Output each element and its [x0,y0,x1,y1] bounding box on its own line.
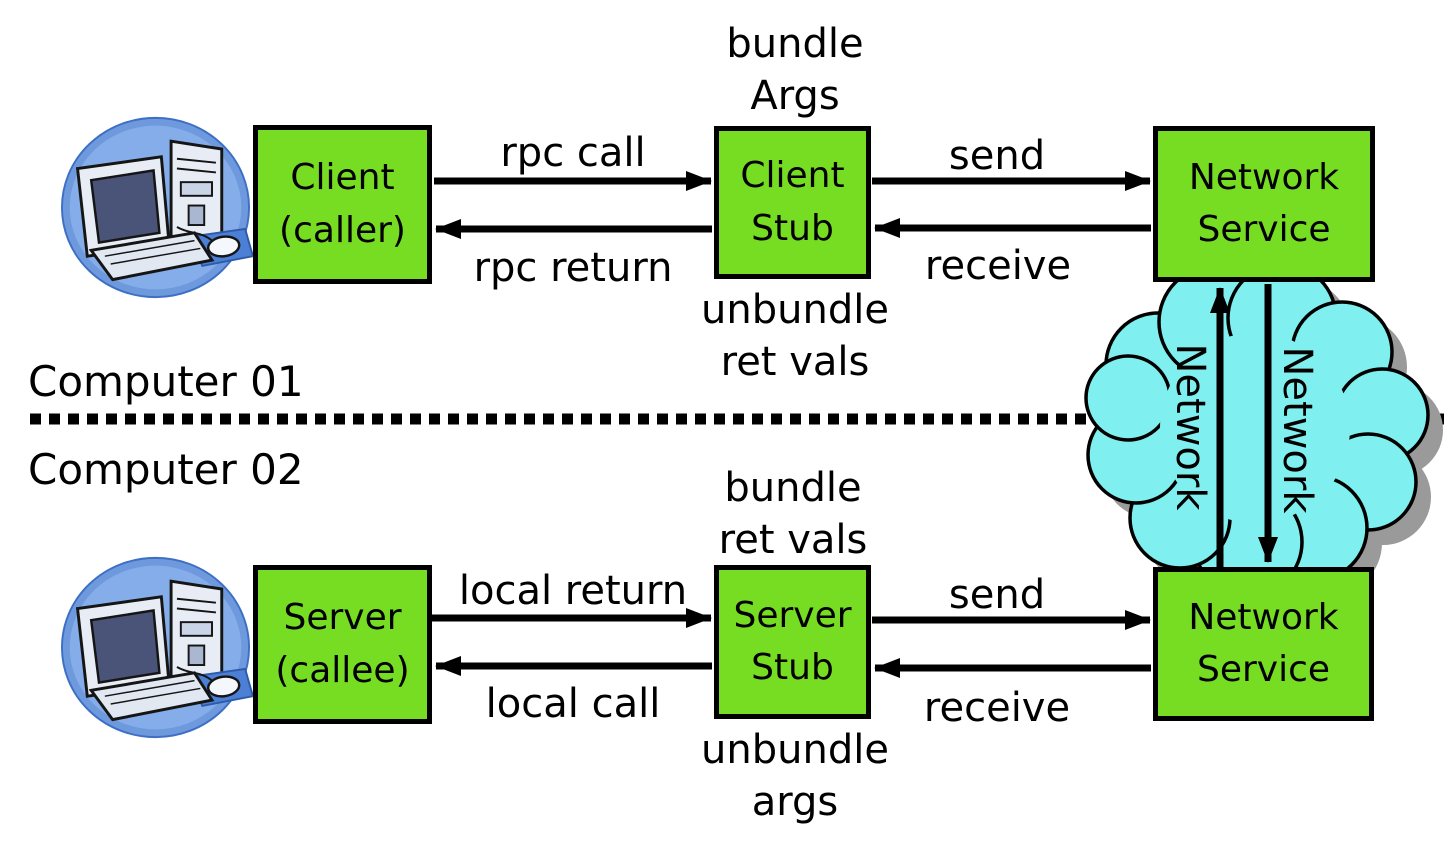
network-service-top-box: Network Service [1153,126,1375,282]
network-up-label: Network [1167,343,1213,511]
rpc-call-label: rpc call [500,130,646,176]
network-service-top-line1: Network [1188,156,1340,198]
mouse [176,666,241,698]
server-stub-below-note: unbundle args [701,727,889,825]
network-down-label: Network [1274,346,1320,514]
server-stub-line1: Server [733,594,852,636]
network-service-bottom-box: Network Service [1153,567,1374,721]
server-box: Server (callee) [253,565,432,724]
receive-top-label: receive [924,243,1072,289]
monitor [75,155,171,258]
computer-02-caption: Computer 02 [28,445,304,494]
rpc-return-label: rpc return [473,245,673,291]
server-box-line1: Server [283,597,402,639]
client-stub-line2: Stub [751,207,834,249]
mouse [176,226,241,258]
computer-icon [58,112,255,306]
network-service-top-line2: Service [1197,209,1331,250]
receive-bottom-label: receive [923,685,1071,731]
tower [169,579,224,704]
local-call-label: local call [485,681,661,727]
client-stub-below-note: unbundle ret vals [701,287,889,385]
client-stub-above-note: bundle Args [726,21,864,119]
monitor [75,595,171,698]
network-cloud [1084,262,1430,598]
server-stub-line2: Stub [751,647,834,688]
network-service-bottom-line1: Network [1188,596,1339,638]
send-top-label: send [948,133,1046,179]
computer-icon [58,552,255,746]
client-stub-line1: Client [740,155,845,197]
send-bottom-label: send [948,572,1046,618]
server-stub-box: Server Stub [714,565,871,719]
network-service-bottom-line2: Service [1196,649,1331,690]
keyboard [88,671,215,722]
client-stub-box: Client Stub [714,126,871,279]
client-box: Client (caller) [253,125,432,284]
local-return-label: local return [458,568,688,614]
computer-01-caption: Computer 01 [28,357,304,406]
server-box-line2: (callee) [275,649,410,691]
keyboard [88,231,215,282]
client-box-line1: Client [290,157,395,199]
server-stub-above-note: bundle ret vals [718,465,868,563]
client-box-line2: (caller) [279,209,406,251]
